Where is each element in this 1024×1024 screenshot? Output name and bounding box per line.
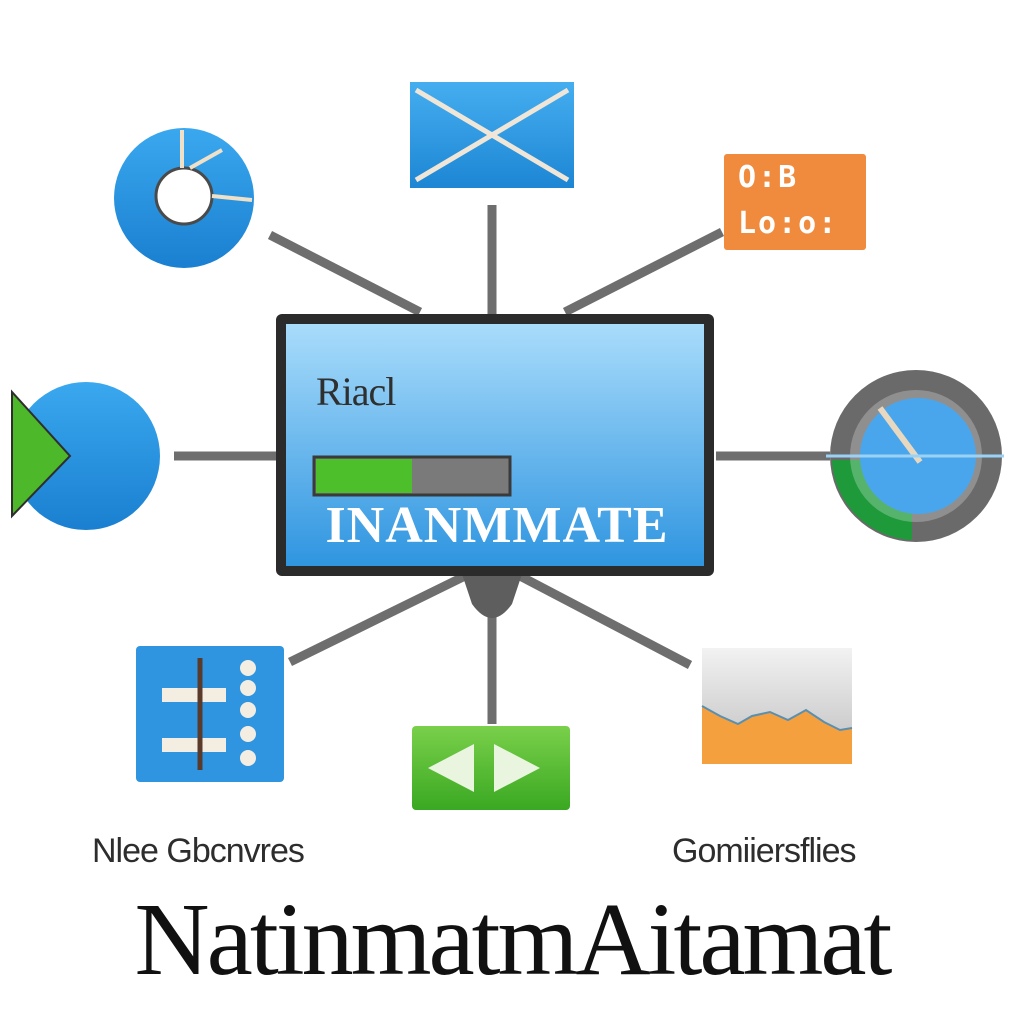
hub-monitor	[276, 314, 714, 576]
connector-top-left	[267, 230, 423, 317]
main-title: NatinmatmAitamat	[134, 882, 893, 997]
connector-bottom-left	[288, 571, 467, 667]
hub-pin	[462, 574, 522, 618]
settings-panel-line1: O:B	[738, 160, 799, 195]
mail-icon[interactable]	[410, 82, 574, 188]
connector-lines	[174, 205, 830, 724]
hub-brand: INANMMATE	[325, 497, 669, 554]
rewind-icon	[428, 744, 474, 792]
area-chart-icon[interactable]	[701, 648, 853, 764]
settings-panel-line2: Lo:o:	[738, 206, 839, 241]
play-icon	[494, 744, 540, 792]
progress-fill	[316, 459, 412, 493]
connector-bottom-right	[517, 572, 693, 669]
play-controls-icon[interactable]	[412, 726, 570, 810]
connector-top-right	[562, 227, 725, 317]
gauge-icon[interactable]	[826, 370, 1004, 542]
caption-left: Nlee Gbcnvres	[92, 832, 305, 870]
clock-icon[interactable]	[114, 128, 254, 268]
caption-right: Gomiiersflies	[672, 832, 856, 870]
settings-panel-icon[interactable]	[724, 154, 866, 250]
hub-title: Riacl	[316, 369, 396, 414]
list-slider-icon[interactable]	[136, 646, 284, 782]
pie-chart-icon[interactable]	[11, 382, 160, 530]
